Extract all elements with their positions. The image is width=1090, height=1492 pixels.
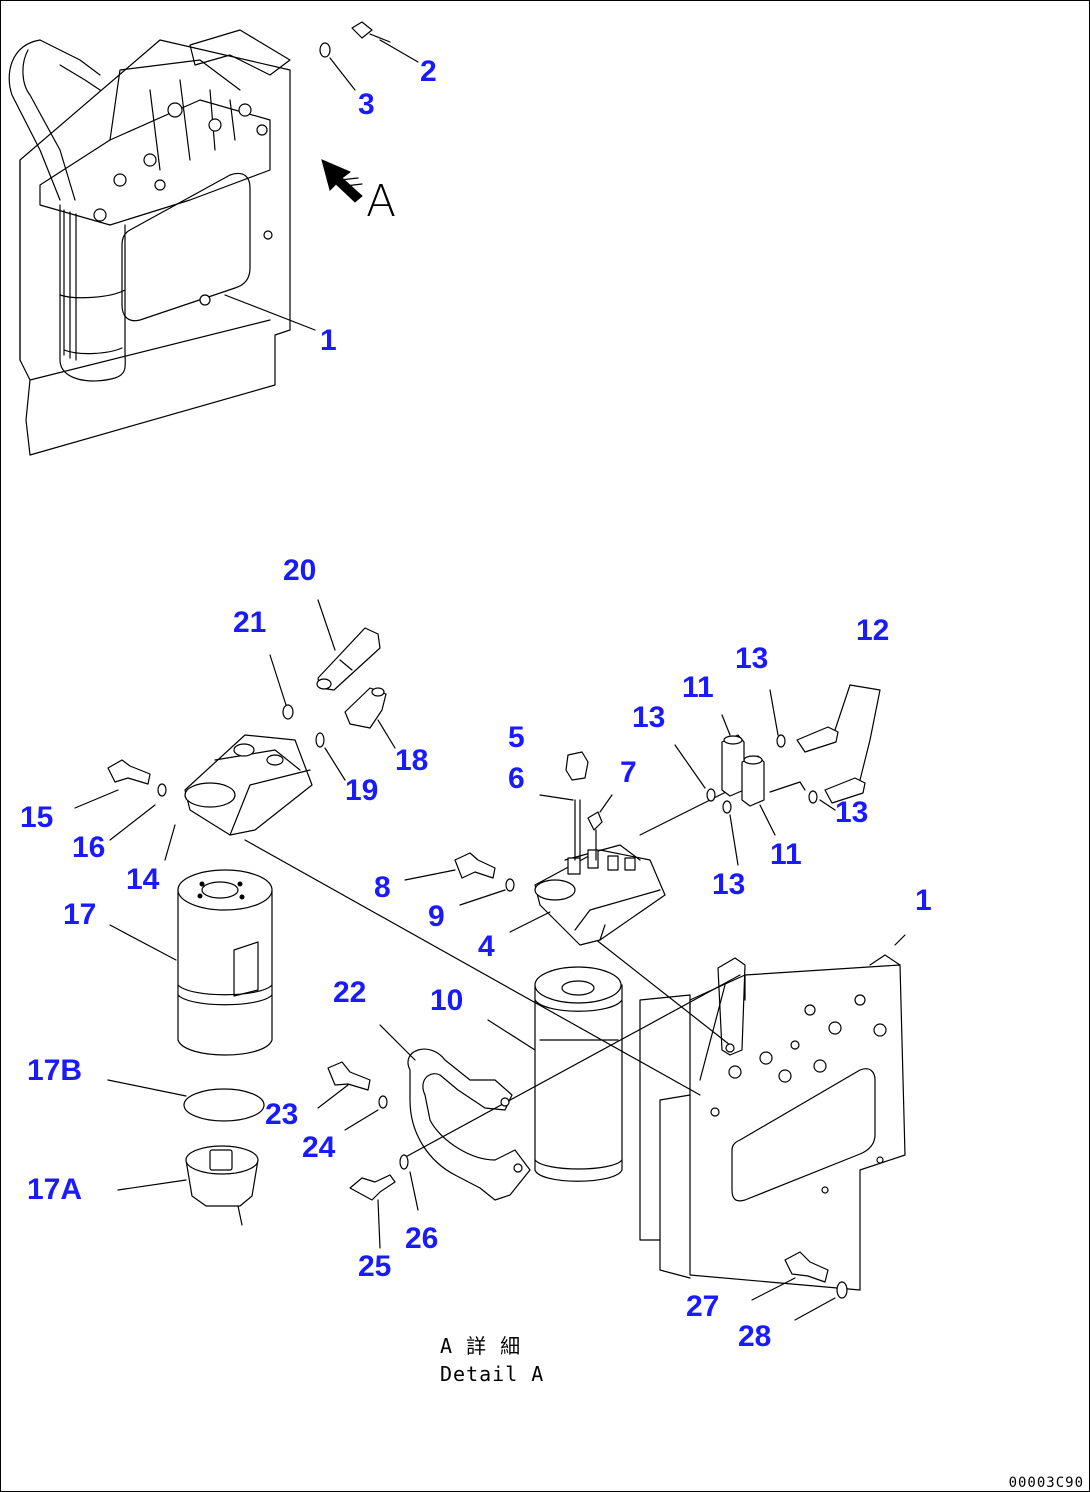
callout-14: 14 xyxy=(126,863,160,896)
callout-22: 22 xyxy=(333,976,367,1009)
callout-26: 26 xyxy=(405,1222,439,1255)
callout-13-c: 13 xyxy=(835,796,869,829)
callout-3: 3 xyxy=(358,88,375,121)
callout-28: 28 xyxy=(738,1320,772,1353)
callout-18: 18 xyxy=(395,744,429,777)
detail-caption-japanese: A 詳 細 xyxy=(440,1334,522,1358)
callout-13-d: 13 xyxy=(712,868,746,901)
callout-2: 2 xyxy=(420,55,437,88)
callout-7: 7 xyxy=(620,756,637,789)
callout-25: 25 xyxy=(358,1250,392,1283)
callout-8: 8 xyxy=(374,871,391,904)
callout-20: 20 xyxy=(283,554,317,587)
drawing-number: 00003C90 xyxy=(1008,1475,1084,1491)
callout-12: 12 xyxy=(856,614,890,647)
callout-4: 4 xyxy=(478,930,495,963)
callout-21: 21 xyxy=(233,606,267,639)
callout-23: 23 xyxy=(265,1098,299,1131)
callout-10: 10 xyxy=(430,984,464,1017)
callout-9: 9 xyxy=(428,900,445,933)
callout-24: 24 xyxy=(302,1131,336,1164)
detail-a-assembly xyxy=(74,599,906,1321)
callout-13-b: 13 xyxy=(735,642,769,675)
callout-5: 5 xyxy=(508,721,525,754)
callout-15: 15 xyxy=(20,801,54,834)
callout-16: 16 xyxy=(72,831,106,864)
callout-11-a: 11 xyxy=(682,671,714,704)
callout-19: 19 xyxy=(345,774,379,807)
callout-6: 6 xyxy=(508,762,525,795)
callout-17a: 17A xyxy=(27,1173,83,1206)
view-marker-a: A xyxy=(366,176,397,227)
callout-1-detail: 1 xyxy=(915,884,932,917)
callout-27: 27 xyxy=(686,1290,720,1323)
detail-caption-english: Detail A xyxy=(440,1362,545,1386)
callout-17: 17 xyxy=(63,898,97,931)
callout-13-a: 13 xyxy=(632,701,666,734)
callout-1-overview: 1 xyxy=(320,324,337,357)
callout-17b: 17B xyxy=(27,1054,83,1087)
callout-11-b: 11 xyxy=(770,838,802,871)
overview-assembly xyxy=(8,21,419,456)
